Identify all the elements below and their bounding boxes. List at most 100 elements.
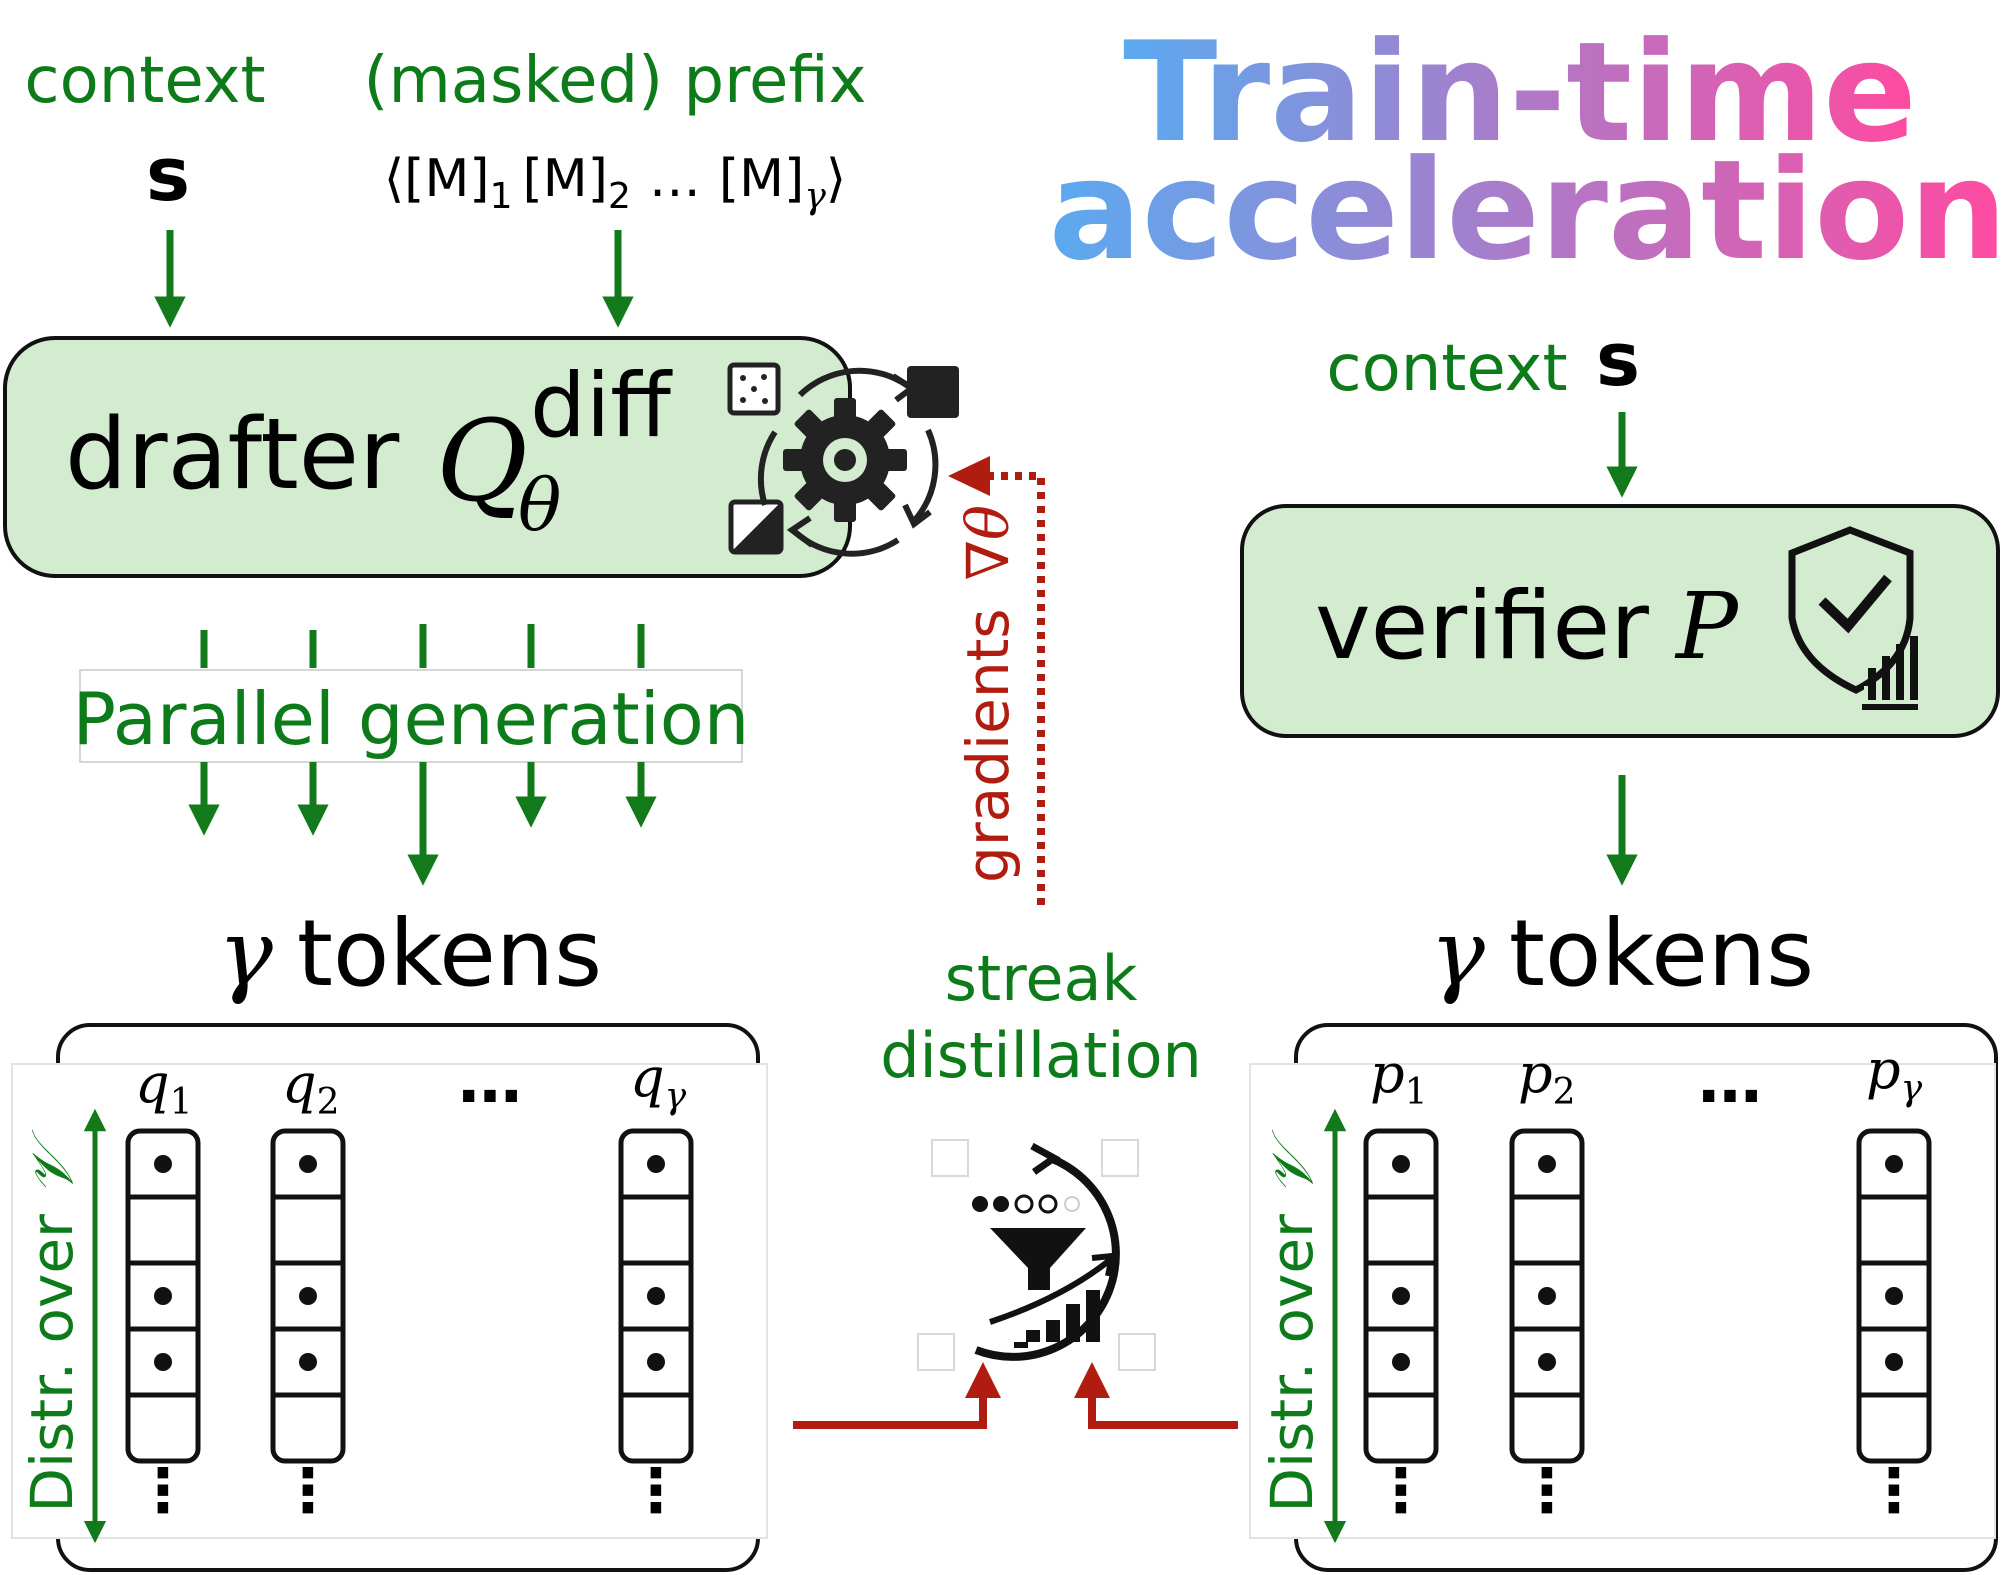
drafter-column-vdots: ⋮: [278, 1456, 338, 1526]
verifier-col-label-1: p1: [1370, 1042, 1427, 1113]
drafter-probability-dot: [647, 1353, 665, 1371]
verifier-context-label: context: [1326, 332, 1567, 406]
gradients-dotted-arrow: [990, 472, 1045, 905]
drafter-symbol-q: Q: [436, 397, 528, 527]
drafter-probability-dot: [299, 1287, 317, 1305]
verifier-probability-dot: [1392, 1155, 1410, 1173]
verifier-box-shape: [1240, 504, 2000, 738]
verifier-tokens-label: tokens: [1509, 900, 1814, 1007]
mask-sub-gamma: γ: [804, 176, 826, 217]
parallel-label-box: [79, 669, 743, 763]
verifier-distr-prefix: Distr. over: [1258, 1196, 1326, 1513]
verifier-column: ⋮: [1363, 1128, 1439, 1526]
verifier-probability-dot: [1885, 1353, 1903, 1371]
prefix-open-bracket: ⟨: [384, 149, 404, 209]
verifier-tokens-gamma: γ: [1430, 900, 1486, 1007]
mask-token-2: [M]: [523, 149, 608, 209]
streak-label-line-2: distillation: [880, 1019, 1202, 1092]
verifier-probability-dot: [1885, 1287, 1903, 1305]
title-line-2: acceleration: [1049, 130, 2005, 291]
drafter-distr-prefix: Distr. over: [18, 1196, 86, 1513]
gradients-label: gradients∇θ: [954, 505, 1022, 883]
gradients-text: gradients: [954, 608, 1022, 883]
mask-sub-1: 1: [490, 176, 513, 217]
drafter-col-label-2: q2: [282, 1052, 339, 1123]
drafter-distribution-columns: ⋮ ⋮ ⋮: [125, 1128, 694, 1526]
drafter-box: drafter Q diff θ: [3, 336, 959, 578]
mask-token-1: [M]: [404, 149, 489, 209]
verifier-col-label-2: p2: [1518, 1042, 1575, 1113]
verifier-context-symbol: s: [1596, 317, 1640, 403]
drafter-tokens-gamma: γ: [218, 900, 274, 1007]
drafter-column: ⋮: [270, 1128, 346, 1526]
drafter-distr-label: Distr. over 𝒱: [18, 1130, 86, 1513]
verifier-probability-dot: [1392, 1353, 1410, 1371]
mask-token-gamma: [M]: [719, 149, 804, 209]
prefix-ellipsis: …: [649, 149, 701, 209]
verifier-column: ⋮: [1856, 1128, 1932, 1526]
mask-sub-2: 2: [608, 176, 631, 217]
drafter-probability-dot: [299, 1155, 317, 1173]
drafter-probability-dot: [299, 1353, 317, 1371]
verifier-distr-label: Distr. over 𝒱: [1258, 1130, 1326, 1513]
verifier-to-streak-arrow: [1088, 1396, 1238, 1429]
drafter-col-label-gamma: qγ: [630, 1046, 687, 1117]
verifier-column: ⋮: [1509, 1128, 1585, 1526]
verifier-column-vdots: ⋮: [1864, 1456, 1924, 1526]
drafter-column: ⋮: [618, 1128, 694, 1526]
verifier-probability-dot: [1392, 1287, 1410, 1305]
verifier-probability-dot: [1885, 1155, 1903, 1173]
masked-prefix-sequence: ⟨[M]1[M]2…[M]γ⟩: [384, 149, 846, 217]
drafter-column-vdots: ⋮: [626, 1456, 686, 1526]
verifier-column-vdots: ⋮: [1371, 1456, 1431, 1526]
drafter-to-streak-arrow: [793, 1396, 987, 1429]
drafter-probability-dot: [154, 1155, 172, 1173]
funnel-distill-icon: [917, 1139, 1156, 1371]
half-square-icon: [728, 499, 784, 555]
drafter-context-symbol: s: [146, 132, 190, 218]
gear-cycle-icon: [727, 362, 959, 557]
drafter-to-streak-arrowhead: [965, 1362, 1001, 1398]
verifier-probability-dot: [1538, 1287, 1556, 1305]
verifier-label: verifier: [1315, 572, 1649, 681]
verifier-probability-dot: [1538, 1155, 1556, 1173]
drafter-column-vdots: ⋮: [133, 1456, 193, 1526]
verifier-probability-dot: [1538, 1353, 1556, 1371]
gradients-arrowhead: [948, 456, 990, 496]
verifier-inputs: context s: [1326, 317, 1640, 498]
verifier-symbol: P: [1674, 573, 1740, 680]
drafter-label: drafter: [65, 398, 400, 512]
drafter-probability-dot: [647, 1287, 665, 1305]
verifier-distribution-columns: ⋮ ⋮ ⋮: [1363, 1128, 1932, 1526]
verifier-column-vdots: ⋮: [1517, 1456, 1577, 1526]
streak-distillation: streak distillation: [880, 942, 1202, 1371]
drafter-prefix-label: (masked) prefix: [363, 44, 866, 118]
title: Train-time acceleration: [1049, 12, 2005, 291]
drafter-symbol-sub: θ: [518, 463, 561, 547]
drafter-col-ellipsis: …: [458, 1044, 522, 1118]
drafter-tokens-label: tokens: [297, 900, 602, 1007]
drafter-probability-dot: [647, 1155, 665, 1173]
drafter-inputs: context s (masked) prefix ⟨[M]1[M]2…[M]γ…: [24, 44, 867, 328]
verifier-col-ellipsis: …: [1698, 1044, 1762, 1118]
verifier-box: verifier P: [1240, 504, 2000, 738]
parallel-generation: Parallel generation: [73, 624, 750, 886]
drafter-probability-dot: [154, 1353, 172, 1371]
streak-input-arrows: [793, 1362, 1238, 1429]
title-line-1: Train-time: [1123, 12, 1917, 173]
drafter-context-label: context: [24, 44, 265, 118]
parallel-generation-label: Parallel generation: [73, 677, 750, 761]
shield-check-icon: [1788, 526, 1918, 710]
streak-label-line-1: streak: [945, 942, 1138, 1015]
gradients-feedback: gradients∇θ: [948, 456, 1045, 905]
drafter-col-label-1: q1: [135, 1052, 192, 1123]
verifier-col-label-gamma: pγ: [1866, 1038, 1923, 1109]
prefix-close-bracket: ⟩: [826, 149, 846, 209]
drafter-probability-dot: [154, 1287, 172, 1305]
